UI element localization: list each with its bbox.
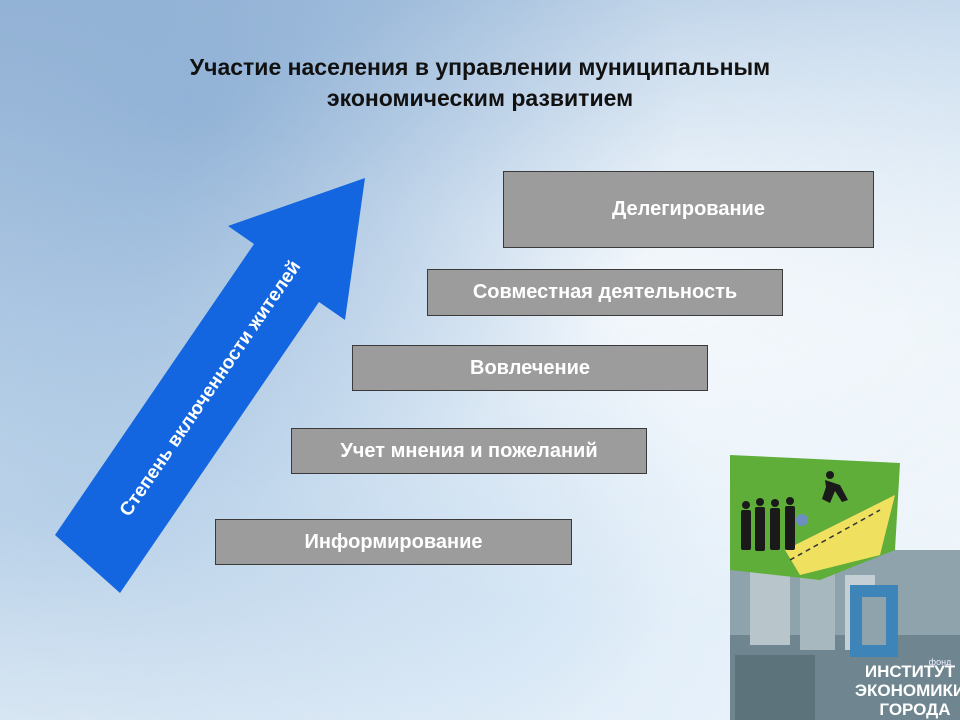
arrow-shape bbox=[55, 178, 365, 593]
step-informing: Информирование bbox=[215, 519, 572, 565]
ball-icon bbox=[796, 514, 808, 526]
step-collaboration: Совместная деятельность bbox=[427, 269, 783, 316]
city-economics-illustration: фонд ИНСТИТУТ ЭКОНОМИКИ ГОРОДА bbox=[730, 455, 960, 720]
step-collaboration-label: Совместная деятельность bbox=[472, 281, 738, 303]
yellow-ribbon bbox=[785, 495, 895, 575]
step-involvement: Вовлечение bbox=[352, 345, 708, 391]
arrow-label: Степень включенности жителей bbox=[116, 257, 306, 520]
step-delegation-label: Делегирование bbox=[612, 198, 765, 220]
jumping-person-icon bbox=[822, 471, 848, 503]
logo-line-1: ИНСТИТУТ bbox=[865, 662, 956, 681]
page-title: Участие населения в управлении муниципал… bbox=[0, 52, 960, 114]
title-line-2: экономическим развитием bbox=[326, 85, 634, 111]
step-consultation-label: Учет мнения и пожеланий bbox=[340, 439, 598, 462]
building-icon bbox=[750, 565, 790, 645]
title-line-1: Участие населения в управлении муниципал… bbox=[189, 54, 771, 80]
logo-line-3: ГОРОДА bbox=[879, 700, 950, 719]
step-delegation: Делегирование bbox=[503, 171, 874, 248]
step-involvement-label: Вовлечение bbox=[470, 356, 590, 379]
step-consultation: Учет мнения и пожеланий bbox=[291, 428, 647, 474]
logo-prefix: фонд bbox=[929, 657, 952, 667]
people-icon bbox=[741, 497, 795, 551]
step-informing-label: Информирование bbox=[304, 530, 483, 553]
logo-line-2: ЭКОНОМИКИ bbox=[855, 681, 960, 700]
